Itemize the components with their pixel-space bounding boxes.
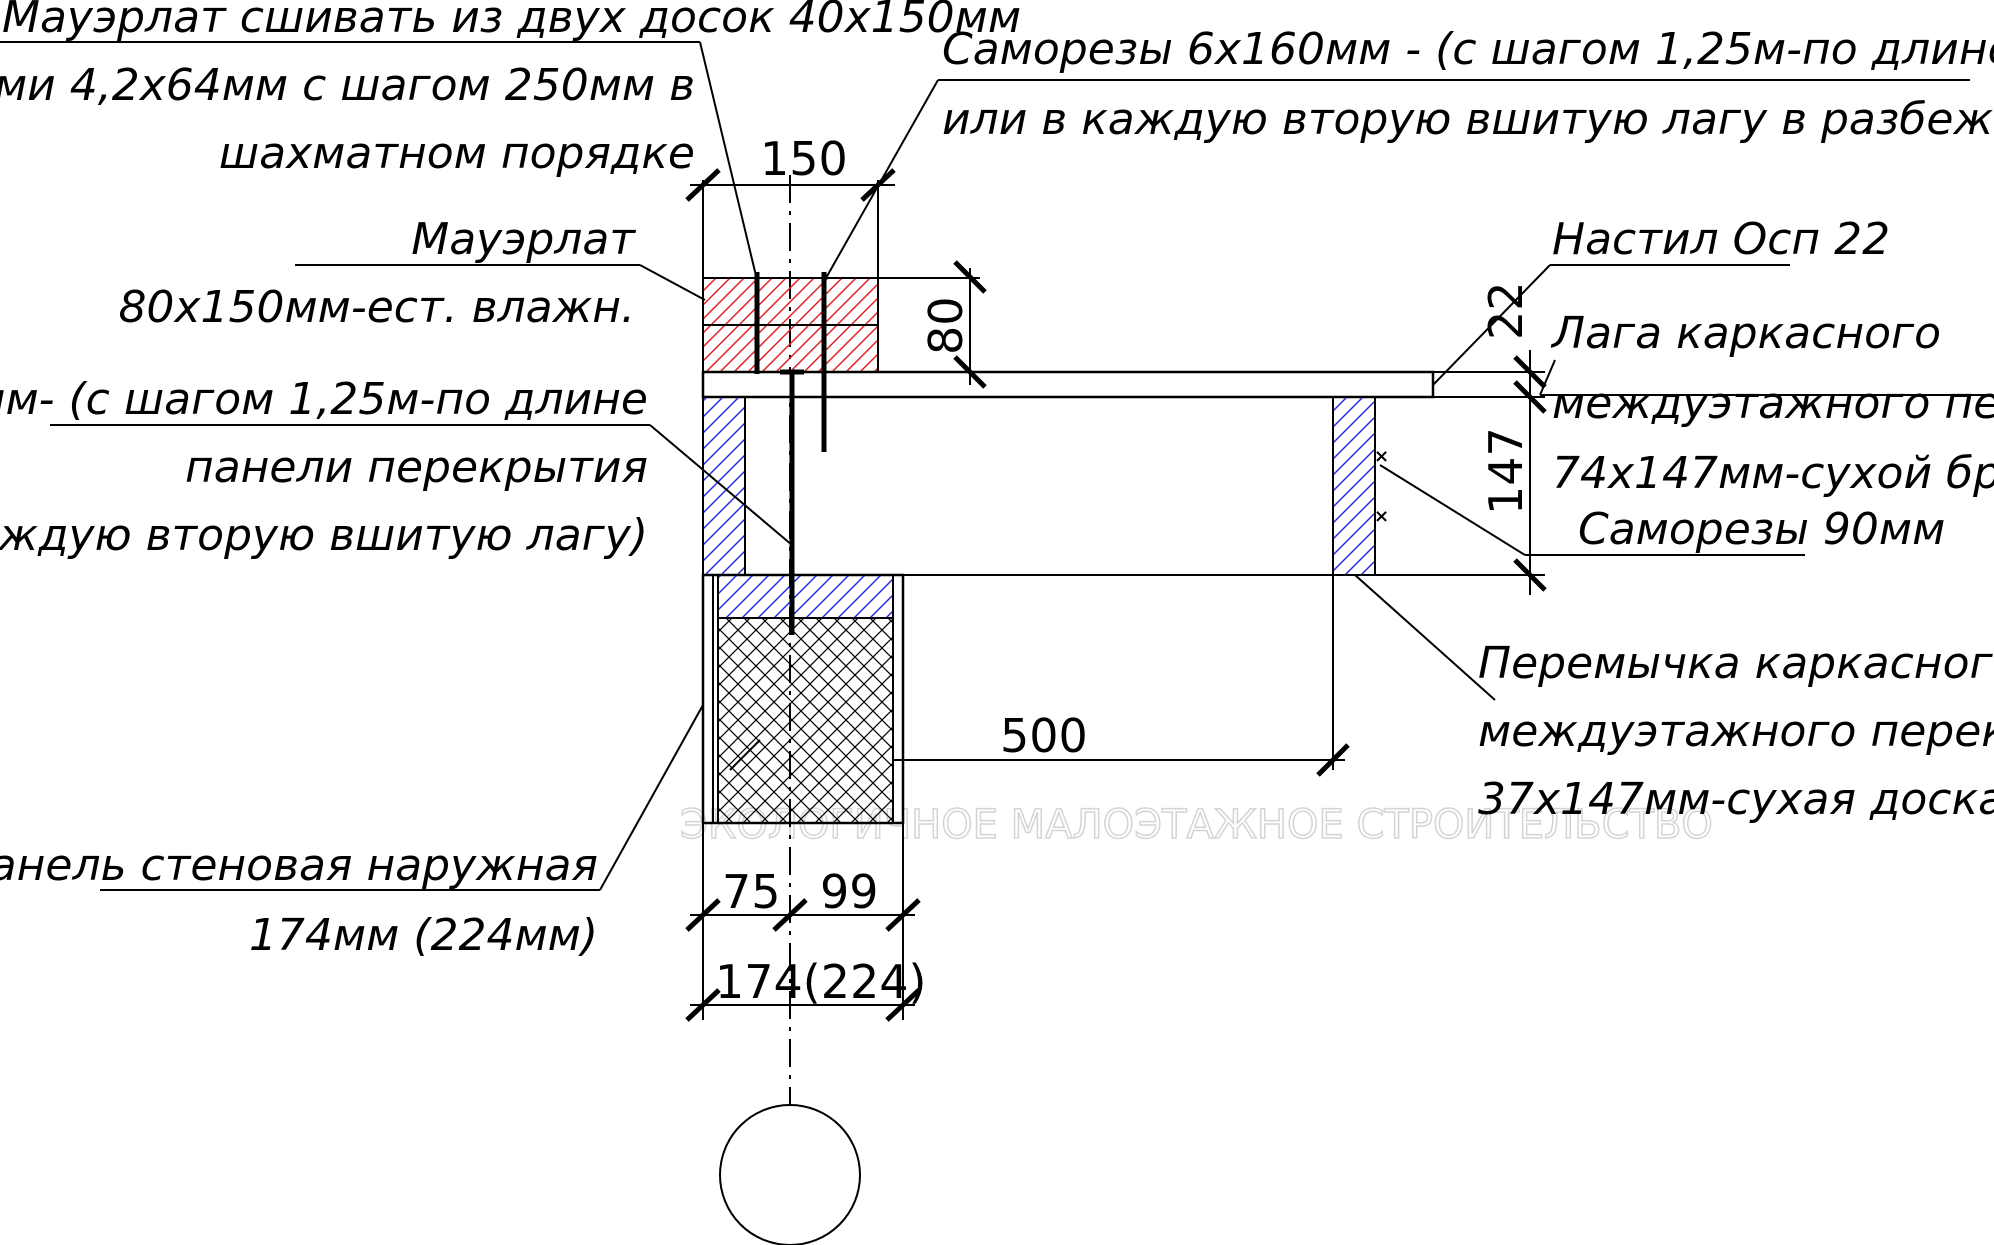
- inner-joist: [1332, 396, 1376, 576]
- dim-joist-height-text: 147: [1479, 427, 1533, 515]
- label-mauerlat-stitch: Мауэрлат сшивать из двух досок 40х150мм …: [0, 0, 1021, 179]
- dim-wall-total-text: 174(224): [715, 955, 927, 1009]
- label-joist: Лага каркасного междуэтажного перекрытия…: [1550, 308, 1994, 555]
- label-joist-line2: междуэтажного перекрытия: [1552, 378, 1994, 429]
- leader-lines: [0, 41, 1990, 891]
- label-joist-line4: Саморезы 90мм: [1578, 504, 1945, 555]
- label-spax: Spax 200мм- (с шагом 1,25м-по длине пане…: [0, 374, 648, 561]
- joist-screw-bottom: ×: [1374, 506, 1389, 527]
- label-spax-line1: Spax 200мм- (с шагом 1,25м-по длине: [0, 374, 648, 425]
- label-screws-line2: или в каждую вторую вшитую лагу в разбеж…: [942, 94, 1994, 145]
- axis-marker-circle: [719, 1104, 861, 1245]
- mauerlat: [702, 277, 879, 373]
- dim-mauerlat-height-text: 80: [919, 296, 973, 355]
- dim-span-text: 500: [1000, 709, 1088, 763]
- label-lintel-line2: междуэтажного перекрытия: [1478, 706, 1994, 757]
- sip-wall-panel: [701, 573, 905, 825]
- dim-wall-outer-text: 75: [722, 865, 781, 919]
- label-screws-line1: Саморезы 6х160мм - (с шагом 1,25м-по дли…: [942, 24, 1994, 75]
- label-mauerlat-stitch-line2: саморезами 4,2х64мм с шагом 250мм в: [0, 60, 695, 111]
- label-mauerlat: Мауэрлат 80х150мм-ест. влажн.: [118, 214, 636, 333]
- label-mauerlat-line2: 80х150мм-ест. влажн.: [118, 282, 635, 333]
- label-spax-line3: или в каждую вторую вшитую лагу): [0, 510, 648, 561]
- label-lintel-line1: Перемычка каркасного: [1478, 638, 1994, 689]
- label-sip-line1: СИП панель стеновая наружная: [0, 840, 598, 891]
- dim-wall-parts: 75 99: [685, 823, 921, 1020]
- dim-top-width: 150: [685, 132, 896, 278]
- dim-mauerlat-height: 80: [878, 260, 987, 389]
- label-joist-line1: Лага каркасного: [1550, 308, 1941, 359]
- label-deck: Настил Осп 22: [1552, 214, 1890, 265]
- edge-joist: [702, 396, 746, 576]
- osb-deck: [701, 370, 1435, 399]
- label-joist-line3: 74х147мм-сухой брус: [1552, 448, 1994, 499]
- joist-screw-top: ×: [1374, 446, 1389, 467]
- dim-top-width-text: 150: [760, 132, 848, 186]
- label-mauerlat-stitch-line1: Мауэрлат сшивать из двух досок 40х150мм: [2, 0, 1021, 43]
- label-mauerlat-stitch-line3: шахматном порядке: [219, 128, 695, 179]
- dim-wall-inner-text: 99: [820, 865, 879, 919]
- label-deck-line1: Настил Осп 22: [1552, 214, 1890, 265]
- label-sip-panel: СИП панель стеновая наружная 174мм (224м…: [0, 840, 598, 961]
- dim-wall-total: 174(224): [685, 955, 927, 1022]
- label-screws-6x160: Саморезы 6х160мм - (с шагом 1,25м-по дли…: [942, 24, 1994, 145]
- label-lintel-line3: 37х147мм-сухая доска: [1478, 774, 1994, 825]
- dim-right-heights: 22 147: [1375, 281, 1547, 595]
- dim-span: 500: [893, 575, 1350, 777]
- label-lintel: Перемычка каркасного междуэтажного перек…: [1478, 638, 1994, 825]
- label-sip-line2: 174мм (224мм): [249, 910, 598, 961]
- label-spax-line2: панели перекрытия: [185, 442, 648, 493]
- label-mauerlat-line1: Мауэрлат: [411, 214, 636, 265]
